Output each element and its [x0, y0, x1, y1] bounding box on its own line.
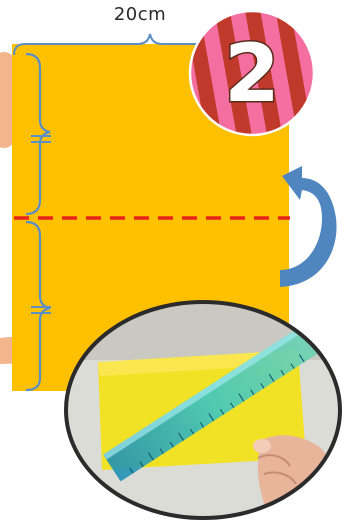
equal-mark-lower — [31, 306, 51, 314]
width-dimension-label: 20cm — [113, 4, 167, 25]
curved-fold-arrow-icon — [280, 166, 337, 287]
ruler-on-paper-photo — [64, 300, 342, 520]
equal-mark-upper — [31, 135, 51, 143]
step-number: 2 — [224, 27, 280, 120]
upper-half-brace — [25, 52, 51, 216]
